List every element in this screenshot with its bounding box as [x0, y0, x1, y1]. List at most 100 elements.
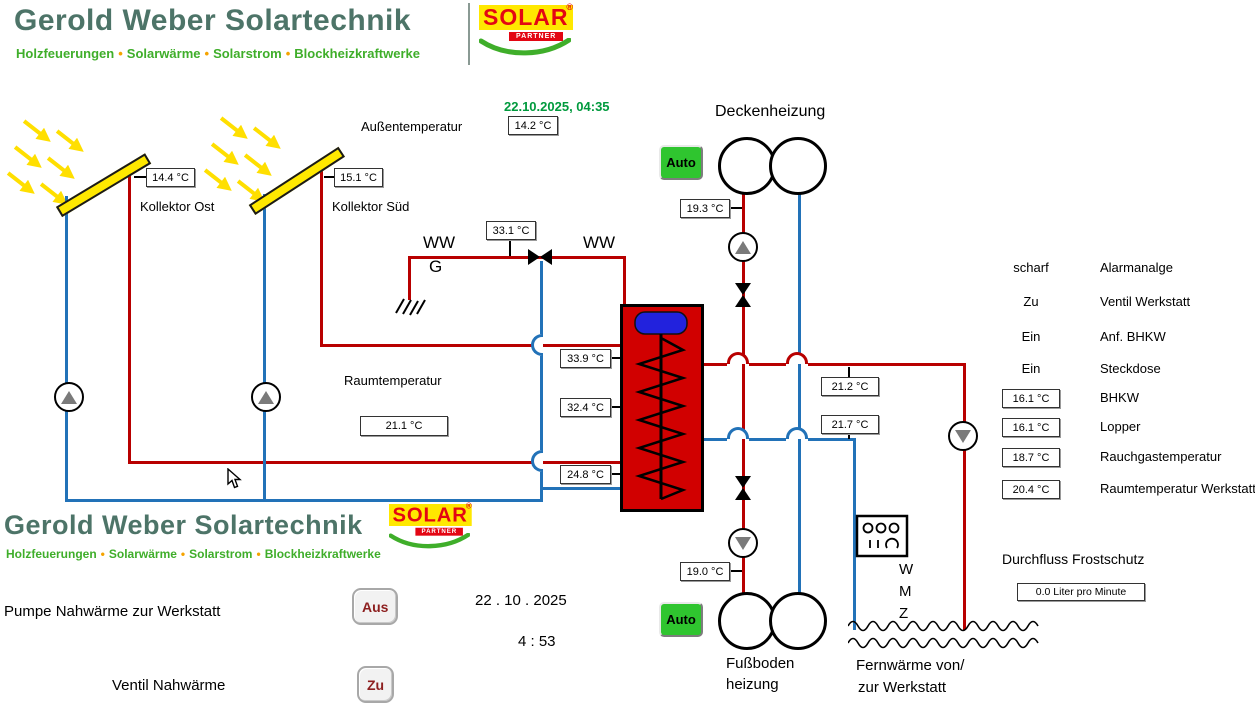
pump-collector-ost-icon: [54, 382, 84, 412]
pipe-blue: [808, 438, 856, 441]
collector-sued-temp: 15.1 °C: [334, 168, 383, 187]
circuit-supply-temp: 21.2 °C: [821, 377, 879, 396]
pump-direction-up: [61, 390, 77, 404]
ceiling-auto-button[interactable]: Auto: [659, 145, 703, 180]
pipe-red: [808, 363, 966, 366]
pump-floor-icon: [728, 528, 758, 558]
pump-nahwaerme-button[interactable]: Aus: [352, 588, 399, 625]
ww-temp-value: 33.1 °C: [486, 221, 536, 240]
floor-valve-icon: [735, 476, 751, 500]
ceiling-heating-label: Deckenheizung: [715, 103, 826, 120]
panel-value-bhkw: 16.1 °C: [1002, 389, 1060, 408]
brand-title-bottom: Gerold Weber Solartechnik: [4, 510, 363, 540]
collector-ost-label: Kollektor Ost: [140, 199, 215, 214]
pipe-red: [742, 190, 745, 593]
ww-label-left: WW: [423, 233, 456, 252]
buffer-tank: [620, 304, 704, 512]
brand-tagline-bottom: Holzfeuerungen•Solarwärme•Solarstrom•Blo…: [6, 547, 381, 561]
sun-ray-icon: [241, 149, 276, 181]
pipe-red: [408, 256, 411, 300]
sun-ray-icon: [208, 138, 243, 170]
leader-line: [728, 570, 742, 572]
brand-tagline-top: Holzfeuerungen•Solarwärme•Solarstrom•Blo…: [16, 46, 420, 61]
tagline-separator: •: [118, 46, 123, 61]
registered-mark-icon: ®: [465, 501, 472, 511]
pipe-blue: [749, 438, 786, 441]
ventil-nahwaerme-button[interactable]: Zu: [357, 666, 395, 703]
ceiling-valve-icon: [735, 283, 751, 307]
pipe-blue: [263, 194, 266, 502]
sun-ray-icon: [20, 115, 55, 147]
leader-line: [609, 357, 620, 359]
tagline-separator: •: [256, 547, 261, 561]
date-field: 22 . 10 . 2025: [475, 592, 567, 609]
pipe-blue: [540, 472, 543, 501]
solar-logo-sub: PARTNER: [415, 527, 464, 536]
brand-title-top: Gerold Weber Solartechnik: [14, 4, 412, 37]
tagline-word: Blockheizkraftwerke: [264, 547, 381, 561]
room-temp-value: 21.1 °C: [360, 416, 448, 436]
header-divider: [468, 3, 470, 65]
panel-state-bhkw: Ein: [1021, 329, 1041, 344]
tagline-word: Solarwärme: [126, 46, 201, 61]
pipe-blue: [540, 356, 543, 450]
collector-sued-panel: [248, 146, 346, 216]
pipe-crossing-icon: [786, 427, 808, 439]
pipe-red: [128, 174, 131, 464]
panel-label-rauchgas: Rauchgastemperatur: [1100, 449, 1222, 464]
flow-value: 0.0 Liter pro Minute: [1017, 583, 1145, 601]
solar-logo-sub: PARTNER: [509, 32, 564, 41]
remote-label-2: zur Werkstatt: [858, 679, 947, 696]
wmz-letter-m: M: [899, 583, 912, 600]
panel-value-raumtemp: 20.4 °C: [1002, 480, 1060, 499]
room-temp-label: Raumtemperatur: [344, 373, 442, 388]
pipe-crossing-icon: [531, 334, 543, 356]
ww-label-right: WW: [583, 233, 616, 252]
tagline-word: Solarstrom: [213, 46, 282, 61]
panel-label-bhkw: Anf. BHKW: [1100, 329, 1166, 344]
pump-nahwaerme-label: Pumpe Nahwärme zur Werkstatt: [4, 603, 221, 620]
leader-line: [609, 473, 620, 475]
tagline-separator: •: [100, 547, 105, 561]
collector-ost-temp: 14.4 °C: [146, 168, 195, 187]
sun-ray-icon: [44, 152, 79, 184]
pipe-red: [128, 461, 622, 464]
pipe-crossing-icon: [727, 352, 749, 364]
wmz-letter-z: Z: [899, 605, 909, 622]
remote-label-1: Fernwärme von/: [856, 657, 965, 674]
ventil-nahwaerme-label: Ventil Nahwärme: [112, 677, 226, 694]
swoosh-icon: [389, 533, 470, 549]
mixing-valve-icon: [528, 249, 552, 265]
ceiling-heater-icon: [718, 137, 776, 195]
panel-label-alarm: Alarmanalge: [1100, 260, 1173, 275]
pipe-blue: [65, 196, 68, 502]
floor-heating-label-1: Fußboden: [726, 655, 795, 672]
ground-symbol-icon: [395, 298, 426, 316]
tagline-separator: •: [180, 547, 186, 561]
leader-line: [134, 176, 146, 178]
mouse-cursor-icon: [227, 468, 242, 489]
outdoor-temp-label: Außentemperatur: [361, 119, 463, 134]
floor-auto-button[interactable]: Auto: [659, 602, 703, 637]
leader-line: [728, 207, 742, 209]
ww-label-g: G: [429, 257, 443, 276]
tagline-word: Holzfeuerungen: [6, 547, 97, 561]
ceiling-heater-icon: [769, 137, 827, 195]
tagline-separator: •: [204, 46, 210, 61]
floor-temp-value: 19.0 °C: [680, 562, 730, 581]
sun-ray-icon: [217, 112, 252, 144]
pipe-red: [408, 256, 626, 259]
floor-heating-label-2: heizung: [726, 676, 779, 693]
pipe-red: [701, 363, 727, 366]
time-field: 4 : 53: [518, 633, 556, 650]
pipe-red: [320, 170, 323, 346]
pipe-blue: [701, 438, 727, 441]
pipe-blue: [798, 190, 801, 593]
pump-collector-sued-icon: [251, 382, 281, 412]
pipe-blue: [540, 261, 543, 334]
pipe-crossing-icon: [727, 427, 749, 439]
leader-line: [509, 238, 511, 256]
solar-partner-logo-bottom: SOLAR® PARTNER: [389, 501, 472, 562]
tagline-word: Holzfeuerungen: [16, 46, 115, 61]
tagline-word: Blockheizkraftwerke: [294, 46, 420, 61]
